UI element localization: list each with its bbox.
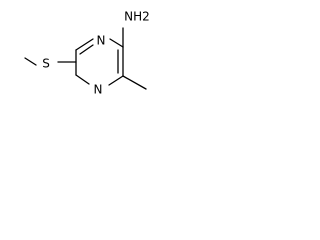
ring-nitrogen-bottom-label: N: [94, 83, 103, 97]
bond-c2-n1: [75, 74, 90, 85]
bond-c6-methyl: [122, 75, 147, 90]
sulfur-label: S: [42, 57, 50, 71]
bond-sulfur-methyl: [24, 57, 37, 66]
molecule-structure-diagram: NH2 N N S: [24, 10, 150, 97]
amino-label: NH2: [124, 10, 150, 24]
ring-nitrogen-top-label: N: [97, 34, 106, 48]
bond-n1-c6: [108, 75, 124, 86]
bond-n3-c2-double-inner: [79, 44, 94, 55]
bond-c4-n3: [109, 38, 124, 48]
bond-n3-c2: [75, 38, 94, 51]
